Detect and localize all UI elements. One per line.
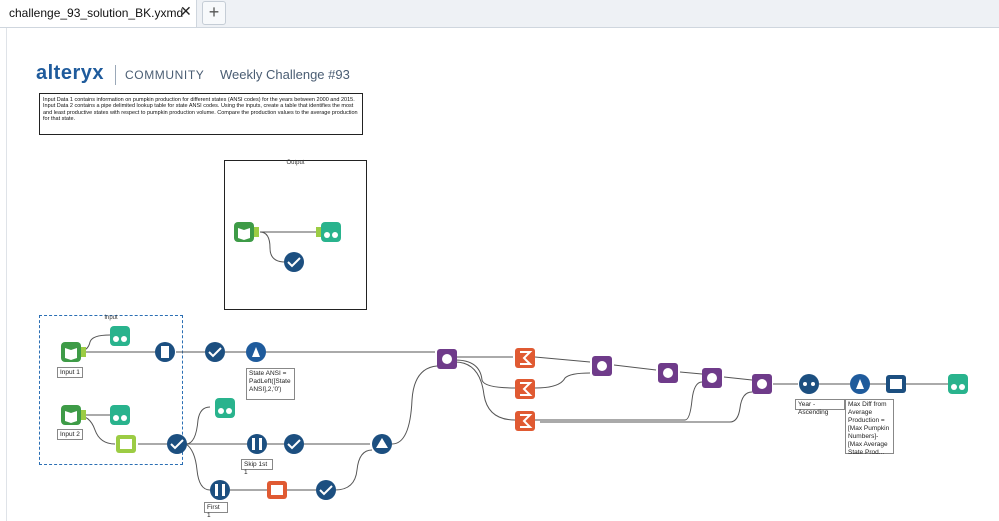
comment-box[interactable]: Input Data 1 contains information on pum… xyxy=(39,93,363,135)
formula-icon[interactable] xyxy=(246,342,266,362)
summarize-icon[interactable] xyxy=(515,411,535,431)
tab-workflow[interactable]: challenge_93_solution_BK.yxmd ✕ xyxy=(0,0,197,27)
join-icon[interactable] xyxy=(752,374,772,394)
select-icon[interactable] xyxy=(284,434,304,454)
select-icon[interactable] xyxy=(284,252,304,272)
browse-icon[interactable] xyxy=(316,222,341,242)
browse-icon[interactable] xyxy=(110,326,130,346)
alteryx-logo: alteryx xyxy=(36,62,104,84)
input1-label: Input 1 xyxy=(57,367,83,378)
sort-icon[interactable] xyxy=(799,374,819,394)
select-icon[interactable] xyxy=(167,434,187,454)
brand-divider xyxy=(115,65,116,85)
input-data-icon[interactable] xyxy=(61,342,86,362)
tab-bar: challenge_93_solution_BK.yxmd ✕ + xyxy=(0,0,999,28)
browse-icon[interactable] xyxy=(110,405,130,425)
union-icon[interactable] xyxy=(372,434,392,454)
join-icon[interactable] xyxy=(592,356,612,376)
formula-icon[interactable] xyxy=(850,374,870,394)
text-to-columns-icon[interactable] xyxy=(116,435,136,453)
join-icon[interactable] xyxy=(658,363,678,383)
sort-annotation: Year - Ascending xyxy=(795,399,845,416)
browse-icon[interactable] xyxy=(215,398,235,418)
canvas-border xyxy=(6,28,7,521)
formula-annotation: State ANSI = PadLeft([State ANSI],2,'0') xyxy=(246,368,295,400)
join-icon[interactable] xyxy=(702,368,722,388)
sample-icon[interactable] xyxy=(210,480,230,500)
select-icon[interactable] xyxy=(205,342,225,362)
input-data-icon[interactable] xyxy=(234,222,259,242)
challenge-title: Weekly Challenge #93 xyxy=(220,67,350,82)
summarize-icon[interactable] xyxy=(515,379,535,399)
skip-annotation: Skip 1st 1 xyxy=(241,459,273,476)
summarize-icon[interactable] xyxy=(515,348,535,368)
join-icon[interactable] xyxy=(437,349,457,369)
container-title: Output xyxy=(286,160,305,166)
connections xyxy=(75,231,948,491)
input2-label: Input 2 xyxy=(57,429,83,440)
dynamic-rename-icon[interactable] xyxy=(155,342,175,362)
transpose-icon[interactable] xyxy=(267,481,287,499)
community-label: COMMUNITY xyxy=(125,68,205,82)
container-title: Input xyxy=(104,315,118,321)
close-icon[interactable]: ✕ xyxy=(180,3,192,19)
first-annotation: First 1 xyxy=(204,502,228,519)
maxdiff-annotation: Max Diff from Average Production = [Max … xyxy=(845,399,894,456)
select-icon[interactable] xyxy=(316,480,336,500)
sample-icon[interactable] xyxy=(247,434,267,454)
browse-icon[interactable] xyxy=(948,374,968,394)
tab-title: challenge_93_solution_BK.yxmd xyxy=(9,6,184,20)
output-data-icon[interactable] xyxy=(886,375,906,393)
input-data-icon[interactable] xyxy=(61,405,86,425)
add-tab-button[interactable]: + xyxy=(202,1,226,25)
